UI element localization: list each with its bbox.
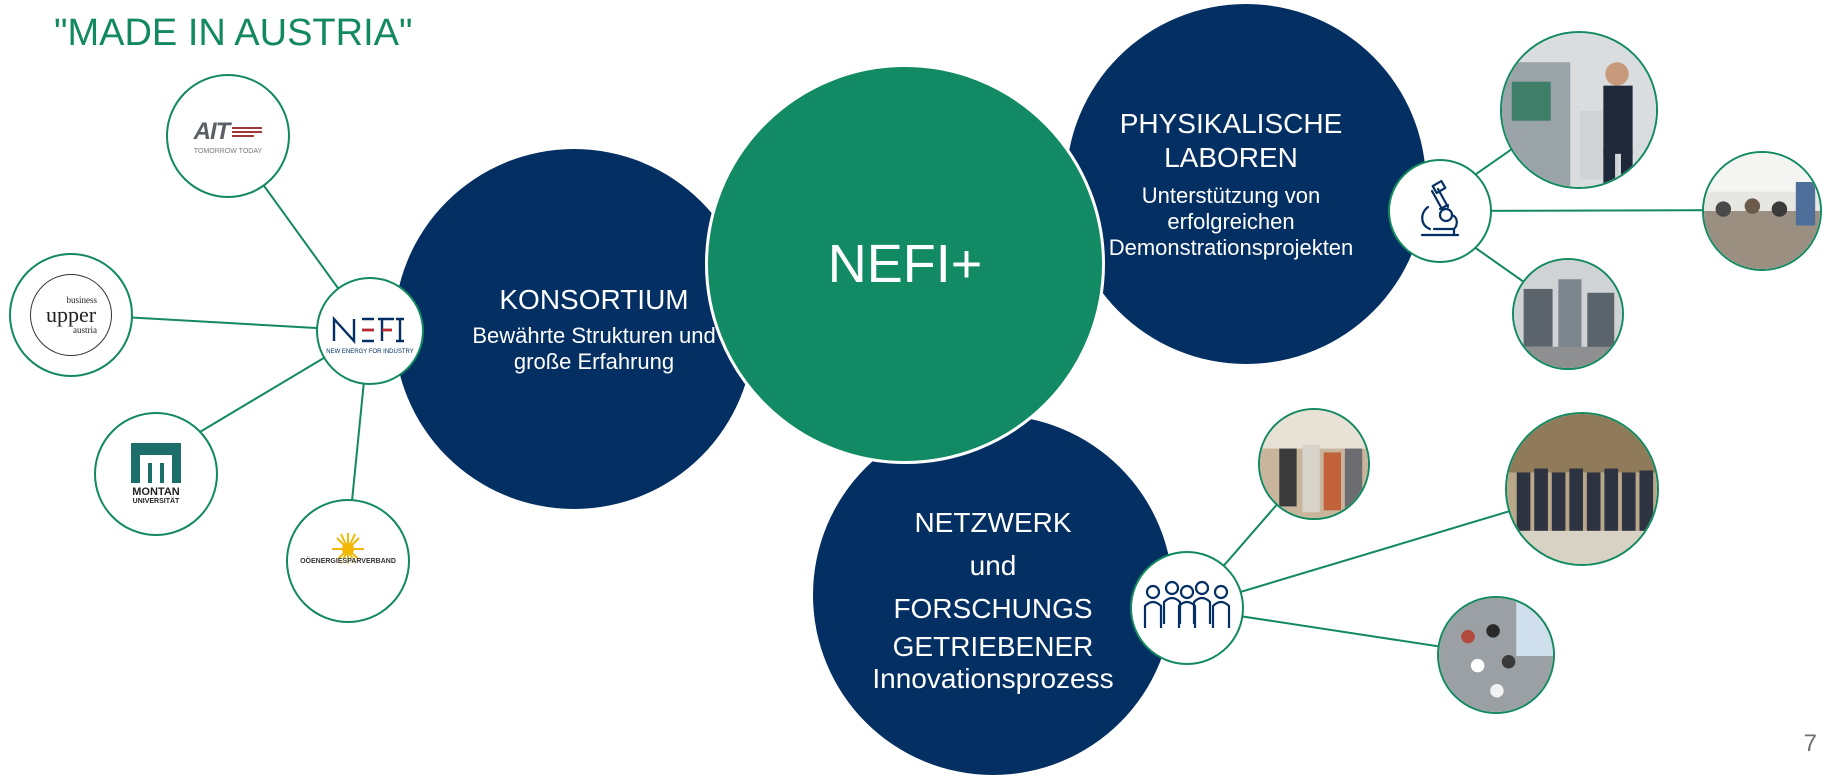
people-group-icon — [1143, 580, 1231, 628]
network-line-3: FORSCHUNGS — [893, 592, 1093, 624]
labs-title-line-1: PHYSIKALISCHE — [1119, 108, 1343, 139]
montan-line-2: UNIVERSITÄT — [132, 498, 180, 505]
labs-bubble: PHYSIKALISCHE LABOREN Unterstützung von … — [1066, 4, 1426, 364]
nefi-tagline: NEW ENERGY FOR INDUSTRY — [326, 349, 413, 355]
labs-title-line-2: LABOREN — [1164, 142, 1298, 173]
ait-tagline: TOMORROW TODAY — [193, 147, 263, 155]
lab-photo-equipment — [1512, 258, 1624, 370]
network-photo-event — [1437, 596, 1555, 714]
montan-universitaet-logo: MONTAN UNIVERSITÄT — [94, 412, 218, 536]
energiesparverband-label: OÖENERGIESPARVERBAND — [300, 557, 396, 565]
network-line-4: GETRIEBENER — [892, 630, 1094, 662]
labs-subtitle-line-3: Demonstrationsprojekten — [1108, 235, 1354, 260]
network-photo-group — [1505, 412, 1659, 566]
nefi-logo-mark: NEW ENERGY FOR INDUSTRY — [326, 315, 414, 355]
ait-logo: AIT TOMORROW TODAY — [166, 74, 290, 198]
network-line-5: Innovationsprozess — [872, 662, 1114, 694]
bua-main: upper — [45, 302, 97, 327]
nefi-logo: NEW ENERGY FOR INDUSTRY — [316, 277, 424, 385]
nefi-plus-label: NEFI+ — [827, 234, 983, 294]
bua-bottom: austria — [73, 325, 97, 335]
ait-wordmark: AIT — [193, 117, 231, 145]
people-hub — [1130, 551, 1244, 665]
consortium-subtitle-line-1: Bewährte Strukturen und — [472, 323, 716, 348]
lab-photo-presenter — [1500, 31, 1658, 189]
labs-subtitle-line-1: Unterstützung von — [1141, 183, 1321, 208]
network-line-1: NETZWERK — [914, 506, 1072, 538]
consortium-title: KONSORTIUM — [499, 284, 689, 315]
microscope-icon — [1420, 179, 1460, 237]
network-line-2: und — [969, 549, 1017, 581]
microscope-hub — [1388, 159, 1492, 263]
business-upper-austria-logo: business upper austria — [9, 253, 133, 377]
labs-subtitle-line-2: erfolgreichen — [1167, 209, 1295, 234]
page-number: 7 — [1803, 730, 1817, 757]
energiesparverband-logo: OÖENERGIESPARVERBAND — [286, 499, 410, 623]
consortium-bubble: KONSORTIUM Bewährte Strukturen und große… — [394, 149, 754, 509]
nefi-plus-core: NEFI+ — [705, 64, 1105, 464]
bua-top: business — [66, 295, 97, 305]
network-photo-meeting — [1258, 408, 1370, 520]
montan-m-mark — [131, 443, 181, 483]
montan-line-1: MONTAN — [132, 486, 180, 498]
lab-photo-workshop — [1702, 151, 1822, 271]
network-bubble: NETZWERK und FORSCHUNGS GETRIEBENER Inno… — [813, 415, 1173, 775]
slide-title: "MADE IN AUSTRIA" — [54, 12, 413, 54]
consortium-subtitle-line-2: große Erfahrung — [513, 349, 675, 374]
